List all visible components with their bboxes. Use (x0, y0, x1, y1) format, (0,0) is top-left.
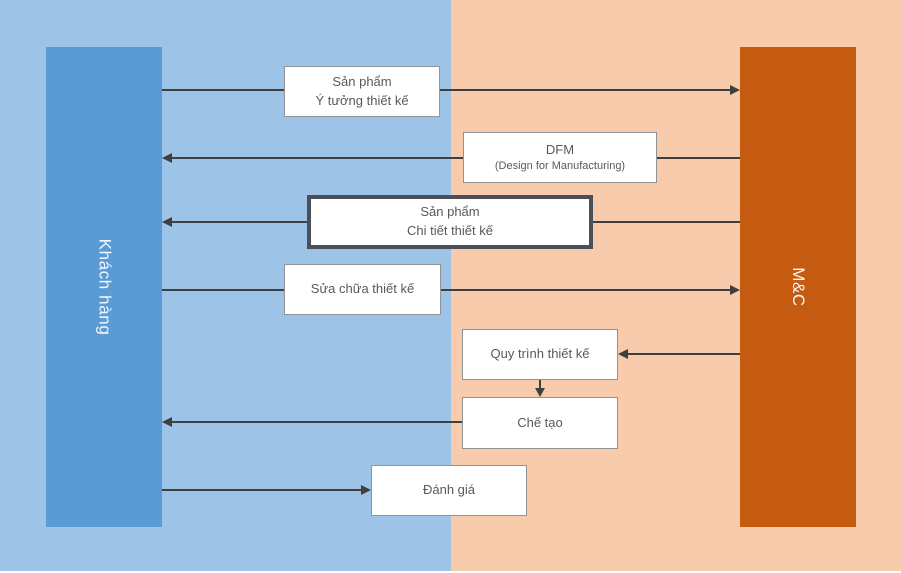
node-danh-gia-box[interactable]: Đánh giá (371, 465, 527, 516)
arrow-dfm-to-customer-head (162, 153, 172, 163)
arrow-process-to-manufacture-line (539, 380, 541, 389)
node-label-line2: Ý tưởng thiết kế (315, 92, 409, 108)
node-label-line1: DFM (545, 142, 575, 158)
node-quy-trinh-box[interactable]: Quy trình thiết kế (462, 329, 618, 380)
node-label-line1: Sản phẩm (332, 73, 392, 89)
bottom-edge (0, 571, 901, 573)
arrow-customer-to-evaluation-line (162, 489, 363, 491)
mc-lane-bar[interactable]: M&C (740, 47, 856, 527)
node-label-line1: Sửa chữa thiết kế (310, 281, 415, 297)
arrow-mc-to-process-head (618, 349, 628, 359)
arrow-fix-to-mc-line (162, 289, 732, 291)
arrow-detail-to-customer-head (162, 217, 172, 227)
arrow-fix-to-mc-head (730, 285, 740, 295)
node-label-line2: Chi tiết thiết kế (407, 223, 493, 238)
arrow-dfm-to-customer-line (170, 157, 740, 159)
node-dfm-box[interactable]: DFM (Design for Manufacturing) (463, 132, 657, 183)
mc-lane-label: M&C (788, 267, 808, 307)
node-san-pham-chi-tiet-box[interactable]: Sản phẩm Chi tiết thiết kế (307, 195, 593, 249)
arrow-idea-to-mc-line (162, 89, 732, 91)
arrow-customer-to-evaluation-head (361, 485, 371, 495)
node-che-tao-box[interactable]: Chế tạo (462, 397, 618, 449)
arrow-idea-to-mc-head (730, 85, 740, 95)
node-label-line1: Chế tạo (517, 414, 563, 430)
node-label-line1: Quy trình thiết kế (490, 346, 590, 362)
node-label-line1: Sản phẩm (420, 204, 480, 220)
node-san-pham-y-tuong-box[interactable]: Sản phẩm Ý tưởng thiết kế (284, 66, 440, 117)
customer-lane-label: Khách hàng (95, 238, 114, 336)
node-sua-chua-box[interactable]: Sửa chữa thiết kế (284, 264, 441, 315)
arrow-manufacture-to-customer-line (170, 421, 462, 423)
arrow-process-to-manufacture-head (535, 388, 545, 397)
arrow-manufacture-to-customer-head (162, 417, 172, 427)
customer-lane-bar[interactable]: Khách hàng (46, 47, 162, 527)
node-label-line1: Đánh giá (422, 482, 476, 498)
node-label-line2: (Design for Manufacturing) (494, 160, 626, 173)
arrow-mc-to-process-line (626, 353, 740, 355)
